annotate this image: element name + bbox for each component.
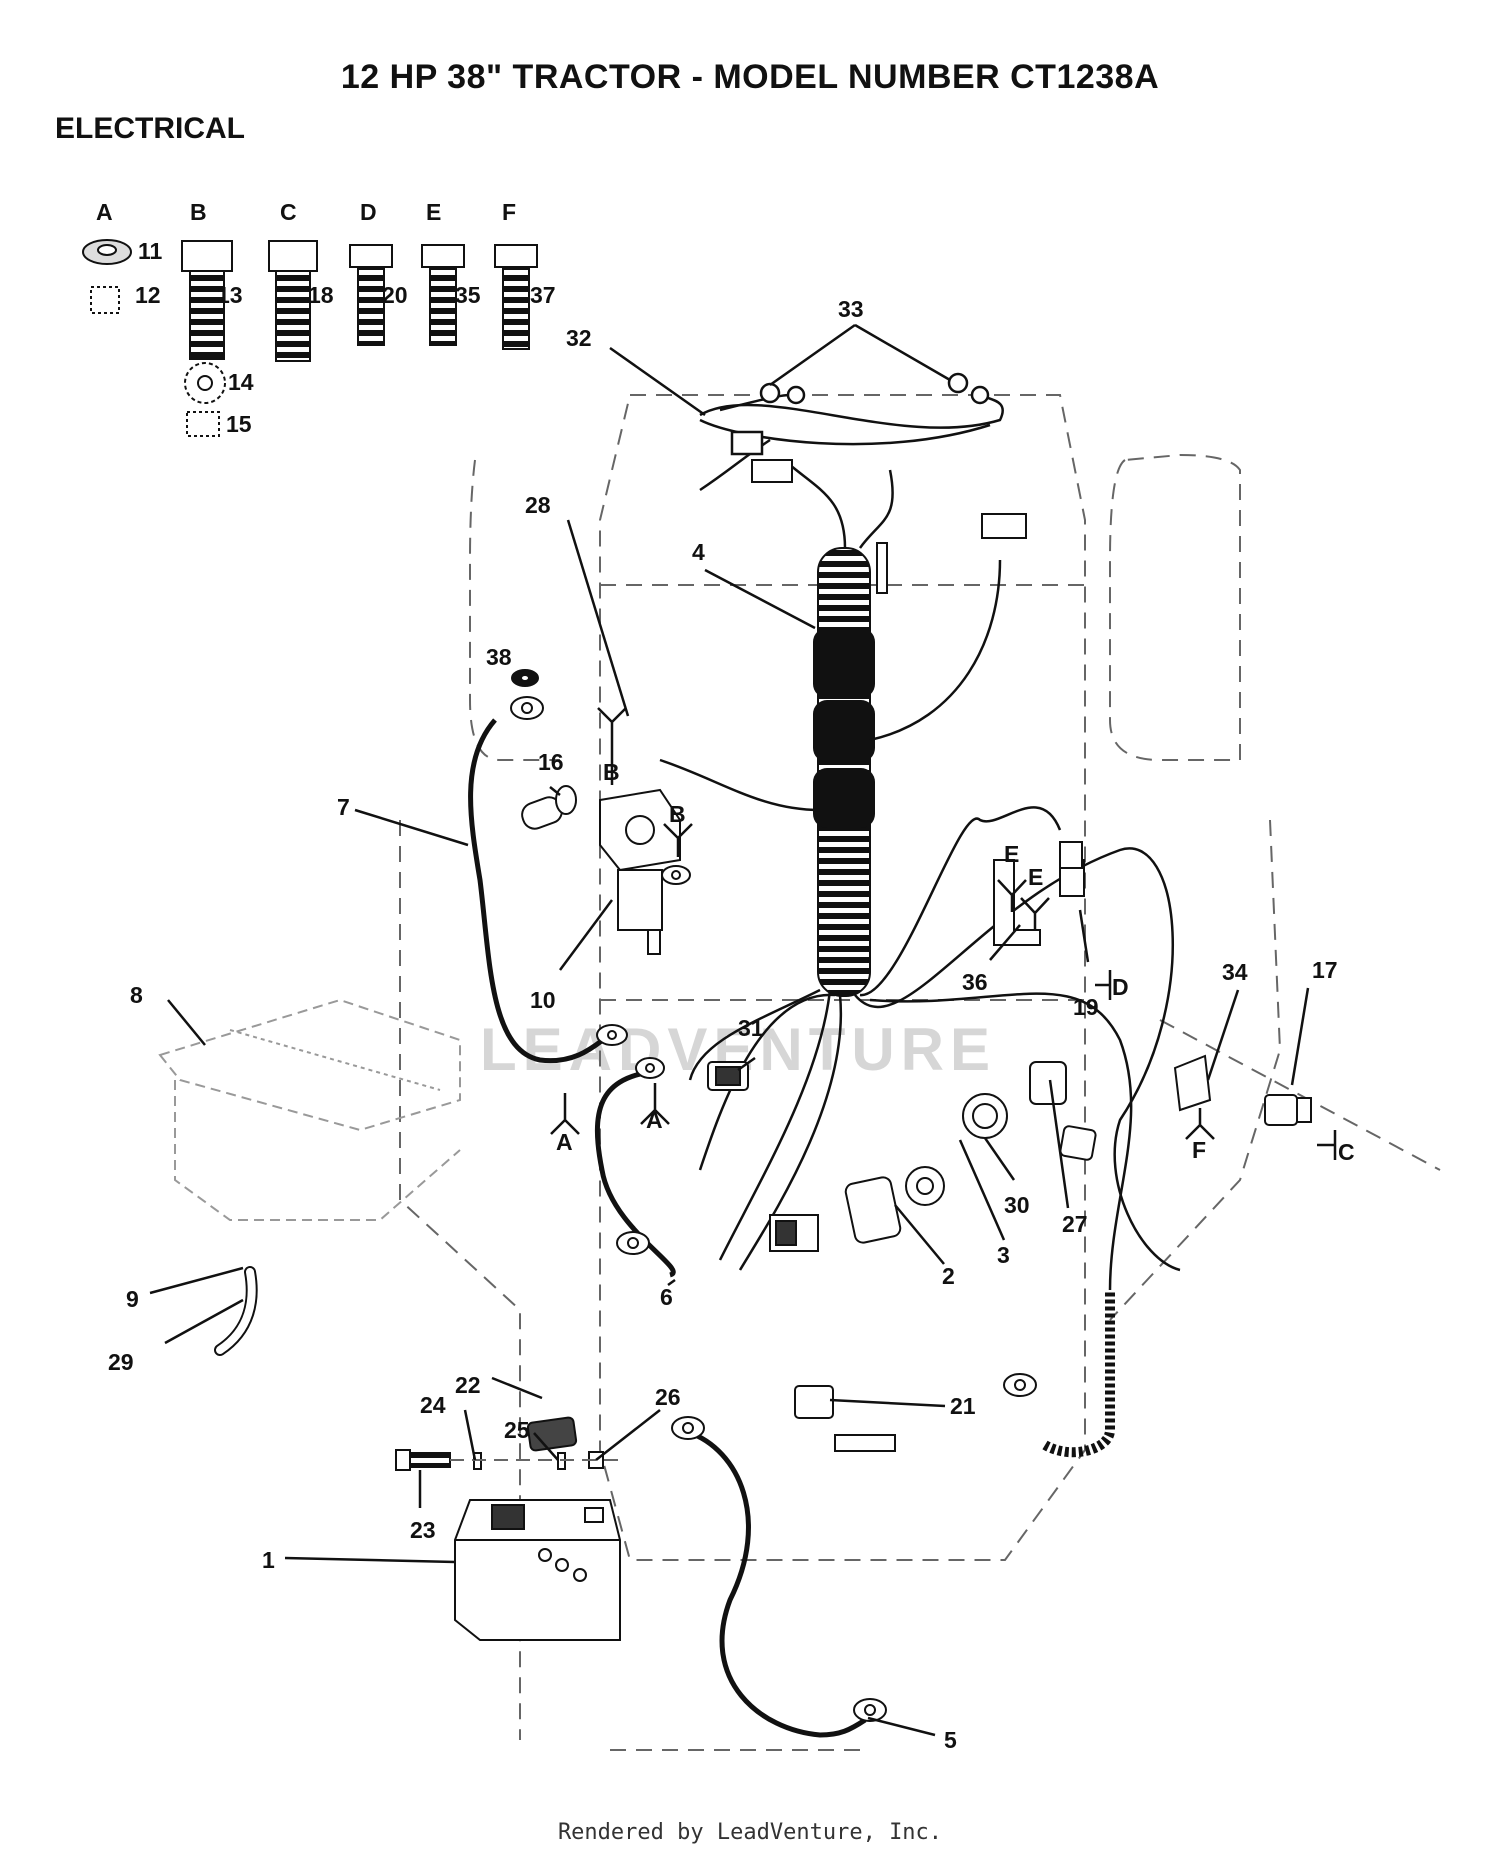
callout-19: 19 <box>1073 994 1099 1020</box>
ref-letter-e2: E <box>1028 864 1043 890</box>
key-part-11: 11 <box>138 238 163 264</box>
callout-3: 3 <box>997 1242 1010 1268</box>
callout-26: 26 <box>655 1384 681 1410</box>
ref-letter-b1: B <box>603 759 620 785</box>
callout-33: 33 <box>838 296 864 322</box>
switches <box>707 841 1312 1452</box>
callout-30: 30 <box>1004 1192 1030 1218</box>
callout-2: 2 <box>942 1263 955 1289</box>
fastener-key <box>82 239 538 437</box>
callout-9: 9 <box>126 1286 139 1312</box>
callout-32: 32 <box>566 325 592 351</box>
headlight-harness <box>699 372 1004 456</box>
ref-letter-e1: E <box>1004 841 1019 867</box>
footer-credit: Rendered by LeadVenture, Inc. <box>557 1820 943 1845</box>
cable-6 <box>594 1069 676 1278</box>
battery <box>395 1416 621 1641</box>
callout-25: 25 <box>504 1417 530 1443</box>
leader-lines <box>149 323 1310 1737</box>
ref-letter-d1: D <box>1112 974 1129 1000</box>
key-part-14: 14 <box>228 369 254 395</box>
ref-letter-f1: F <box>1192 1137 1206 1163</box>
callout-labels: 1 2 3 4 5 6 7 8 9 10 16 17 19 21 22 23 2… <box>108 296 1338 1753</box>
callout-16: 16 <box>538 749 564 775</box>
callout-27: 27 <box>1062 1211 1088 1237</box>
callout-17: 17 <box>1312 957 1338 983</box>
ref-letter-a1: A <box>556 1129 573 1155</box>
fastener-refs: B B A A E E D F C <box>550 707 1355 1165</box>
callout-24: 24 <box>420 1392 446 1418</box>
solenoid <box>521 785 681 955</box>
key-letter-e: E <box>426 199 441 225</box>
section-heading: ELECTRICAL <box>55 112 245 145</box>
fastener-key-labels: A B C D E F 11 12 13 14 15 18 20 35 37 <box>96 199 556 437</box>
callout-34: 34 <box>1222 959 1248 985</box>
cables <box>468 718 867 1738</box>
key-part-20: 20 <box>382 282 408 308</box>
ref-letter-a2: A <box>646 1107 663 1133</box>
callout-36: 36 <box>962 969 988 995</box>
callout-22: 22 <box>455 1372 481 1398</box>
callout-10: 10 <box>530 987 556 1013</box>
callout-7: 7 <box>337 794 350 820</box>
key-part-37: 37 <box>530 282 556 308</box>
key-part-15: 15 <box>226 411 252 437</box>
coiled-harness <box>1042 1290 1115 1458</box>
callout-38: 38 <box>486 644 512 670</box>
key-part-13: 13 <box>217 282 243 308</box>
key-letter-b: B <box>190 199 207 225</box>
wiring-harness <box>659 438 1181 1291</box>
callout-23: 23 <box>410 1517 436 1543</box>
callout-8: 8 <box>130 982 143 1008</box>
key-part-12: 12 <box>135 282 161 308</box>
callout-4: 4 <box>692 539 705 565</box>
key-letter-f: F <box>502 199 516 225</box>
key-part-35: 35 <box>455 282 481 308</box>
ref-letter-c1: C <box>1338 1139 1355 1165</box>
key-letter-a: A <box>96 199 113 225</box>
callout-31: 31 <box>738 1015 764 1041</box>
callout-5: 5 <box>944 1727 957 1753</box>
key-letter-c: C <box>280 199 297 225</box>
cable-5 <box>687 1429 867 1738</box>
key-part-18: 18 <box>308 282 334 308</box>
seat-pan <box>158 998 461 1221</box>
callout-1: 1 <box>262 1547 275 1573</box>
cable-ends <box>510 669 1037 1722</box>
callout-28: 28 <box>525 492 551 518</box>
callout-6: 6 <box>660 1284 673 1310</box>
cable-7 <box>468 718 612 1064</box>
ref-letter-b2: B <box>669 801 686 827</box>
callout-29: 29 <box>108 1349 134 1375</box>
callout-21: 21 <box>950 1393 976 1419</box>
page-title: 12 HP 38" TRACTOR - MODEL NUMBER CT1238A <box>340 58 1160 96</box>
key-letter-d: D <box>360 199 377 225</box>
